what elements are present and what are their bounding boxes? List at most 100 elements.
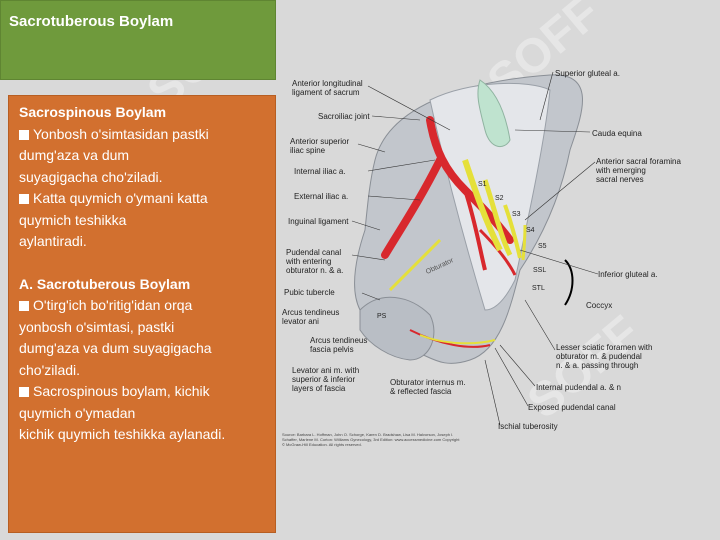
label-pubic-tubercle: Pubic tubercle [284,288,335,297]
label-exposed-pudendal: Exposed pudendal canal [528,403,616,412]
label-superior-gluteal: Superior gluteal a. [555,69,620,78]
external-iliac-artery [381,156,444,259]
label-line: iliac spine [290,146,326,155]
cauda-equina-shape [477,79,511,148]
sacral-nerve-2 [482,179,513,257]
label-internal-pudendal: Internal pudendal a. & n [536,383,621,392]
bullet-3: O'tirg'ich bo'ritig'idan orqa [19,295,267,317]
label-line: with emerging [596,166,646,175]
label-cauda-equina: Cauda equina [592,129,642,138]
bullet-2: Katta quymich o'ymani katta [19,188,267,210]
leader-cauda [514,129,591,133]
label-line: with entering [286,257,332,266]
label-arcus-levator: Arcus tendineus levator ani [282,308,339,326]
square-bullet-icon [19,387,29,397]
leader-ischial [484,359,501,426]
label-line: superior & inferior [292,375,356,384]
label-s2: S2 [495,195,504,202]
source-citation: Source: Barbara L. Hoffman, John O. Scho… [282,432,460,447]
sacral-nerve-3 [503,204,522,259]
bullet-4-line-2: quymich o'ymadan [19,404,136,421]
content-box: Sacrospinous Boylam Yonbosh o'simtasidan… [8,95,276,533]
label-coccyx: Coccyx [586,301,613,310]
bullet-1-line-2: dumg'aza va dum [19,147,130,163]
label-line: layers of fascia [292,384,346,393]
label-line: Anterior superior [290,137,350,146]
title-box: Sacrotuberous Boylam [0,0,276,80]
label-ps: PS [377,313,387,320]
label-sacral-foramina: Anterior sacral foramina with emerging s… [596,157,681,184]
label-s3: S3 [512,211,521,218]
label-s5: S5 [538,243,547,250]
label-line: Anterior longitudinal [292,79,363,88]
label-line: n. & a. passing through [556,361,639,370]
leader-external-iliac [367,195,421,201]
bullet-1-line-1: Yonbosh o'simtasidan pastki [33,125,209,142]
leader-internal-pudendal [499,344,536,387]
leader-inguinal [351,220,381,231]
label-ant-sup-iliac: Anterior superior iliac spine [290,137,349,155]
leader-pudendal-canal [351,254,386,261]
label-ischial-tuberosity: Ischial tuberosity [498,422,558,431]
bullet-4: Sacrospinous boylam, kichik [19,381,267,403]
leader-sacral-foramina [524,161,596,221]
label-line: Arcus tendineus [282,308,340,317]
label-line: obturator n. & a. [286,266,344,275]
square-bullet-icon [19,194,29,204]
label-external-iliac: External iliac a. [294,192,349,201]
label-line: obturator m. & pudendal [556,352,642,361]
bullet-1-line-3: suyagigacha cho'ziladi. [19,168,163,185]
square-bullet-icon [19,129,29,140]
bullet-2-line-3: aylantiradi. [19,233,87,249]
label-line: Pudendal canal [286,248,342,257]
bullet-3-line-3: dumg'aza va dum suyagigacha [19,340,212,356]
bullet-4-line-1: Sacrospinous boylam, kichik [33,383,210,399]
label-line: sacral nerves [596,175,644,184]
label-s4: S4 [526,227,535,234]
leader-superior-gluteal [539,71,554,121]
pudendal-artery [409,329,491,348]
label-line: ligament of sacrum [292,88,360,97]
leader-anterior-longitudinal [367,85,451,131]
label-obturator-internus: Obturator internus m. & reflected fascia [390,378,466,396]
leader-pubic [361,292,381,301]
coccyx-bracket [564,259,574,306]
pelvis-illustration [351,71,599,426]
bullet-2-line-1: Katta quymich o'ymani katta [33,190,208,206]
label-line: Levator ani m. with [292,366,360,375]
artery-branch-2 [478,228,517,276]
pudendal-nerve [419,334,496,345]
leader-exposed-pudendal [494,347,529,407]
bullet-4-line-3: kichik quymich teshikka aylanadi. [19,426,226,442]
label-lesser-sciatic: Lesser sciatic foramen with obturator m.… [556,343,652,370]
label-line: Lesser sciatic foramen with [556,343,653,352]
label-levator-ani: Levator ani m. with superior & inferior … [292,366,359,393]
leader-internal-iliac [367,159,436,172]
label-line: Arcus tendineus [310,336,368,345]
label-pudendal-canal: Pudendal canal with entering obturator n… [286,248,343,275]
leader-lesser-sciatic [524,299,556,351]
leader-ant-sup-iliac [357,143,386,153]
label-anterior-longitudinal: Anterior longitudinal ligament of sacrum [292,79,363,97]
obturator-nerve [388,238,442,292]
bullet-1: Yonbosh o'simtasidan pastki [19,124,267,146]
sacral-nerve-1 [462,159,503,252]
artery-branch [463,189,487,271]
bullet-3-line-1: O'tirg'ich bo'ritig'idan orqa [33,297,193,313]
bullet-2-line-2: quymich teshikka [19,211,127,228]
spacer [19,253,267,274]
label-ssl: SSL [533,267,547,274]
label-line: fascia pelvis [310,345,354,354]
label-arcus-fascia: Arcus tendineus fascia pelvis [310,336,367,354]
label-s1: S1 [478,181,487,188]
bullet-3-line-4: cho'ziladi. [19,361,81,378]
label-internal-iliac: Internal iliac a. [294,167,346,176]
heading-sacrospinous: Sacrospinous Boylam [19,104,167,120]
label-line: levator ani [282,317,319,326]
label-line: Anterior sacral foramina [596,157,681,166]
label-inguinal: Inguinal ligament [288,217,349,226]
label-line: Obturator internus m. [390,378,466,387]
label-stl: STL [532,285,545,292]
square-bullet-icon [19,301,29,311]
